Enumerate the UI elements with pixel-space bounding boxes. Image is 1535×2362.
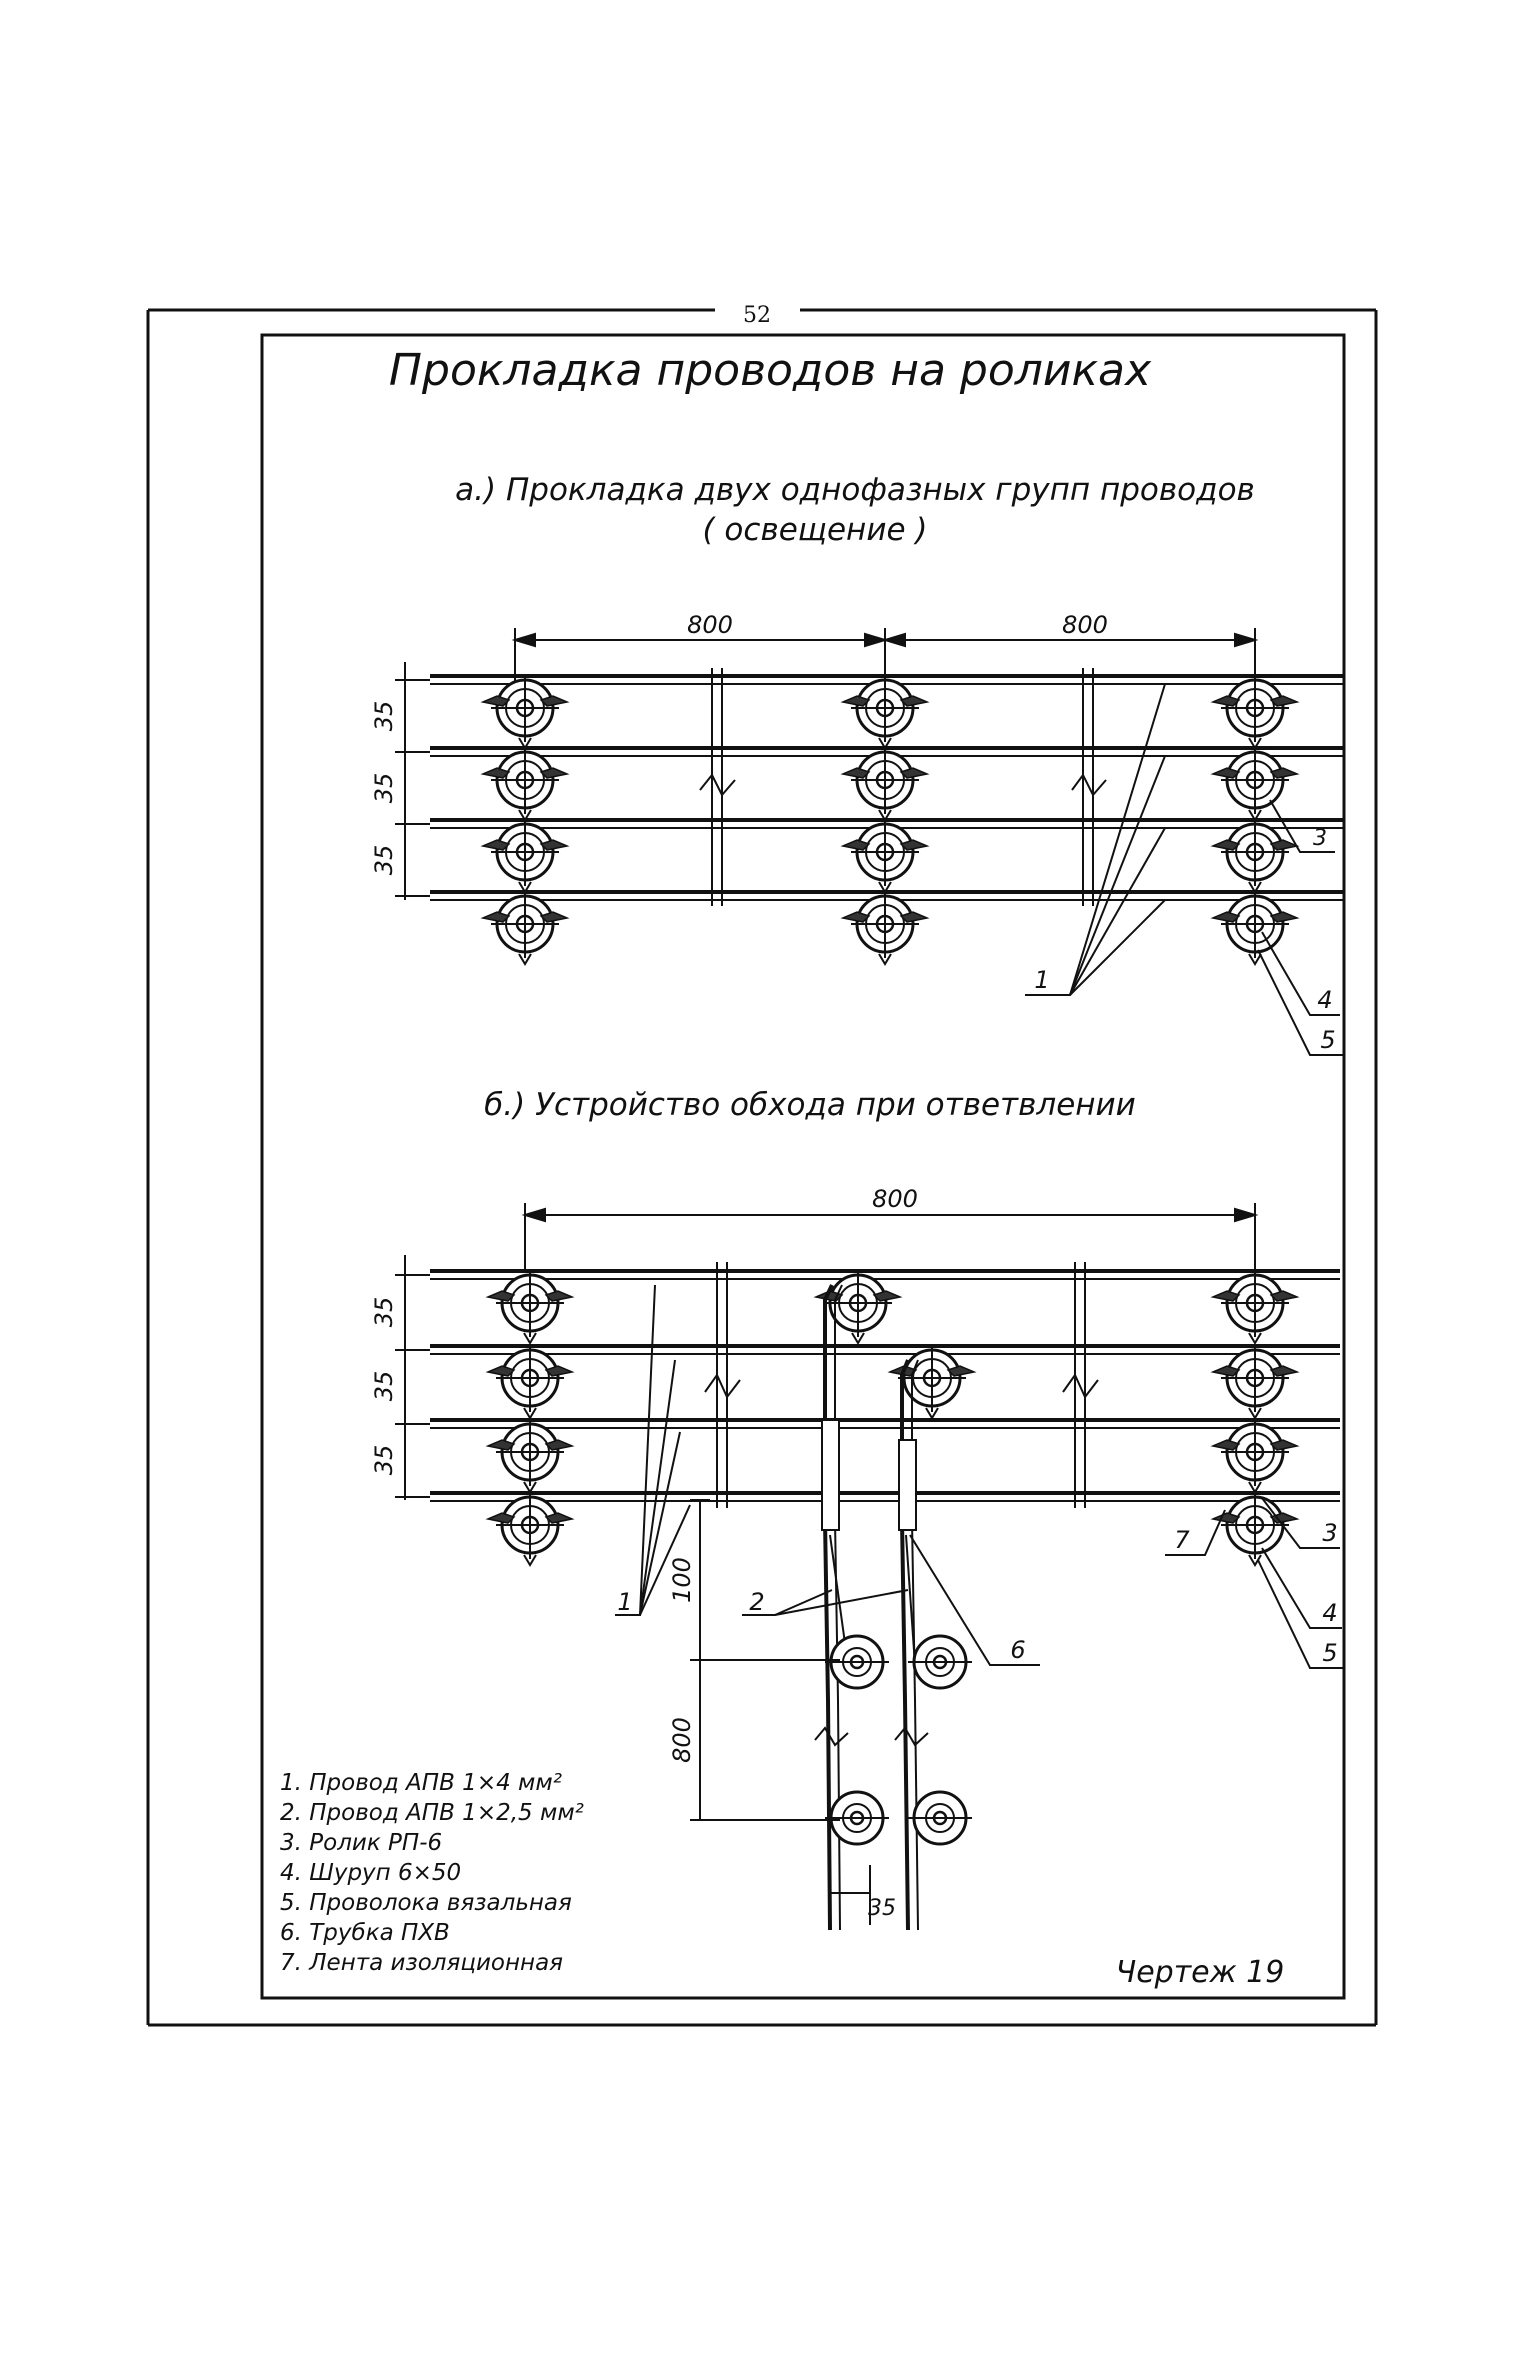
section-b-branch-rollers (823, 1634, 974, 1846)
callout-b-5: 5 (1322, 1639, 1337, 1667)
legend-item-6: 6. Трубка ПХВ (280, 1920, 450, 1946)
legend-item-7: 7. Лента изоляционная (280, 1950, 563, 1976)
section-b-spacing-1: 35 (370, 1297, 398, 1328)
section-b-break-marks (704, 1262, 1099, 1508)
page-number: 52 (743, 303, 771, 328)
callout-b-3: 3 (1322, 1519, 1337, 1547)
page-title: Прокладка проводов на роликах (389, 345, 1152, 396)
section-a-break-marks (699, 668, 1107, 906)
section-b-branch-wires (814, 1284, 929, 1931)
callout-b-1: 1 (617, 1588, 632, 1616)
section-b-spacing-dims (395, 1255, 430, 1500)
legend-item-3: 3. Ролик РП-6 (280, 1830, 442, 1856)
section-a-spacing-1: 35 (370, 701, 398, 732)
section-b-leaders (615, 1284, 1345, 1669)
section-a-title: а.) Прокладка двух однофазных групп пров… (455, 472, 1255, 508)
callout-b-7: 7 (1174, 1526, 1190, 1554)
inner-frame (260, 333, 1346, 2000)
section-a-leaders (1025, 683, 1345, 1056)
callout-b-6: 6 (1010, 1636, 1025, 1664)
section-b-wires (430, 1269, 1340, 1502)
section-a-subtitle: ( освещение ) (702, 512, 927, 548)
legend-item-4: 4. Шуруп 6×50 (280, 1860, 461, 1886)
section-a-dimension-800 (511, 628, 1259, 700)
callout-b-4: 4 (1322, 1599, 1337, 1627)
section-a-dim-span-2: 800 (1062, 611, 1108, 639)
legend-item-5: 5. Проволока вязальная (280, 1890, 572, 1916)
callout-a-3: 3 (1313, 826, 1327, 851)
section-b-rollers (486, 1267, 1299, 1567)
section-a-spacing-3: 35 (370, 845, 398, 876)
section-b-vertical-dims (690, 1499, 871, 1925)
section-a-wires (430, 674, 1345, 901)
section-b-spacing-3: 35 (370, 1445, 398, 1476)
callout-a-1: 1 (1034, 966, 1049, 994)
outer-frame (146, 308, 1378, 2027)
section-b-dim-35-branch: 35 (868, 1896, 896, 1921)
callout-b-2: 2 (749, 1588, 764, 1616)
section-b-spacing-2: 35 (370, 1371, 398, 1402)
section-b-dim-800-vertical: 800 (668, 1717, 696, 1763)
section-a-spacing-dims (395, 662, 430, 900)
legend-item-2: 2. Провод АПВ 1×2,5 мм² (280, 1800, 584, 1826)
section-b-dim-100: 100 (668, 1557, 696, 1603)
section-a-dim-span-1: 800 (687, 611, 733, 639)
section-a-spacing-2: 35 (370, 773, 398, 804)
drawing-label: Чертеж 19 (1116, 1955, 1285, 1990)
section-b-title: б.) Устройство обхода при ответвлении (484, 1087, 1136, 1123)
section-b-dim-span: 800 (872, 1185, 918, 1213)
legend-item-1: 1. Провод АПВ 1×4 мм² (280, 1770, 562, 1796)
legend: 1. Провод АПВ 1×4 мм² 2. Провод АПВ 1×2,… (280, 1770, 584, 1976)
callout-a-5: 5 (1320, 1026, 1335, 1054)
callout-a-4: 4 (1317, 986, 1332, 1014)
section-b-dimension-800 (521, 1203, 1259, 1270)
